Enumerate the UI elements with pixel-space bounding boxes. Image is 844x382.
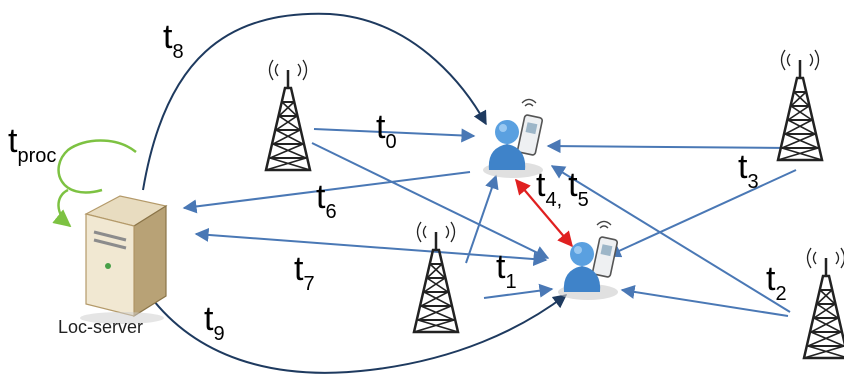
label-t9: t9 — [204, 300, 225, 345]
user-a-icon — [482, 98, 544, 179]
link-t3 — [546, 139, 791, 154]
tower-center-icon — [264, 58, 312, 172]
label-t2: t2 — [766, 260, 787, 305]
link-t8 — [142, 12, 487, 191]
label-tproc: tproc — [8, 122, 56, 167]
link-t9 — [149, 294, 568, 374]
server-icon — [80, 195, 168, 324]
tower-top-right-icon — [776, 48, 824, 162]
server-caption: Loc-server — [58, 317, 143, 337]
tower-bottom-center-icon — [412, 220, 460, 334]
link-tproc — [57, 139, 137, 194]
label-t0: t0 — [376, 108, 397, 153]
link-t6 — [182, 171, 471, 214]
label-t1: t1 — [496, 248, 517, 293]
user-b-icon — [557, 220, 619, 301]
label-t4-t5: t4,t5 — [536, 166, 589, 211]
link-t1 — [483, 283, 554, 299]
link-bottomright-to-a — [550, 165, 791, 313]
label-t6: t6 — [316, 178, 337, 223]
link-lower-to-a — [465, 174, 499, 264]
label-t3: t3 — [738, 148, 759, 193]
link-t2 — [620, 285, 789, 317]
link-tproc-end — [52, 188, 72, 228]
link-right-to-b — [606, 169, 797, 258]
link-t0 — [313, 128, 476, 143]
link-t7 — [194, 227, 548, 267]
tower-bottom-right-icon — [802, 246, 844, 360]
label-t8: t8 — [163, 18, 184, 63]
label-t7: t7 — [294, 250, 315, 295]
link-t4-t5 — [515, 178, 573, 248]
